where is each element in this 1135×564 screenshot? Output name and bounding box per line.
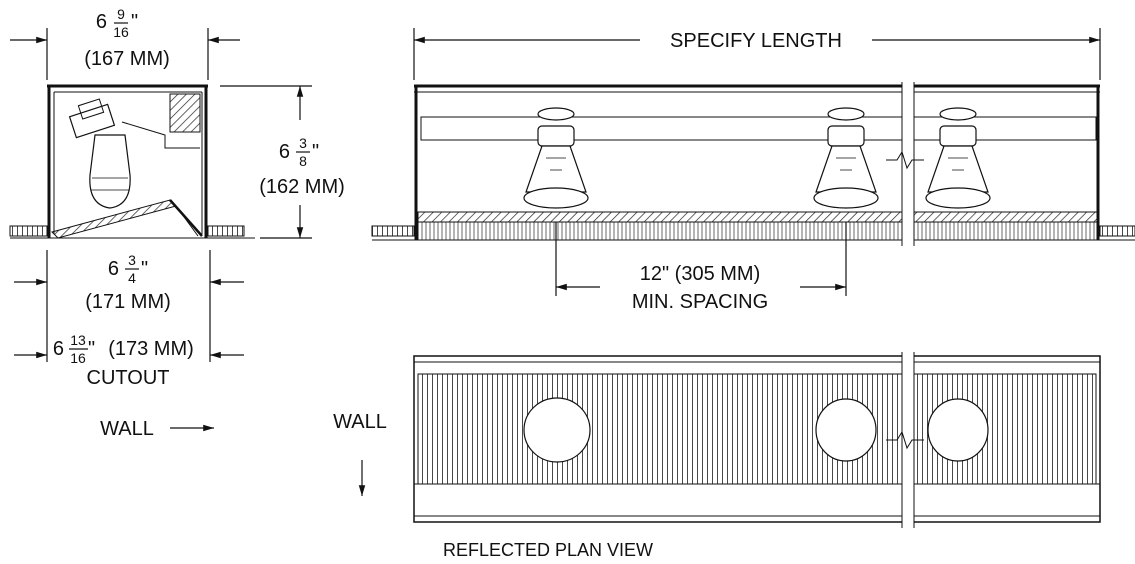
top-dim-inch-mark: " [131,11,138,33]
top-dim-whole: 6 [96,11,107,33]
bottom-dim-whole: 6 [108,258,119,280]
height-dim-whole: 6 [279,141,290,163]
top-dim-denominator: 16 [113,24,129,40]
break-gap-plan [902,352,914,528]
top-dim-numerator: 9 [117,6,125,22]
cutout-label: CUTOUT [87,367,170,389]
plan-view-title: REFLECTED PLAN VIEW [443,540,653,560]
bottom-dim-denominator: 4 [128,270,136,286]
break-lines-elevation [886,82,924,246]
top-dim-metric: (167 MM) [84,48,170,70]
housing-section [9,84,255,239]
aperture-1 [523,397,591,463]
height-dim-denominator: 8 [299,153,307,169]
lamp-3 [925,107,991,209]
aperture-3 [927,398,989,462]
spacing-value: 12" (305 MM) [640,263,760,285]
section-view: 6 9 16 " (167 MM) [9,6,345,440]
bottom-dim-metric: (171 MM) [85,291,171,313]
wall-label-plan: WALL [333,411,387,433]
cutout-dim-whole: 6 [53,338,64,360]
height-dim-inch-mark: " [312,141,319,163]
spacing-dimension [555,222,847,296]
plan-apertures [523,397,989,463]
cutout-dim-numerator: 13 [70,332,86,348]
spacing-label: MIN. SPACING [632,291,768,313]
cutout-dim-denominator: 16 [70,350,86,366]
lamp-1 [523,107,589,209]
plan-outline [413,355,1101,523]
lamp-2 [813,107,879,209]
cutout-dim-inch-mark: " [88,338,95,360]
cutout-dim-metric: (173 MM) [108,338,194,360]
break-lines-plan [886,352,924,528]
bottom-dim-numerator: 3 [128,252,136,268]
height-dim-metric: (162 MM) [259,176,345,198]
top-dimension [10,28,240,80]
plan-view: WALL REFLECTED PLAN VIEW [333,352,1101,560]
bottom-dimension [14,250,244,362]
bottom-dim-inch-mark: " [141,258,148,280]
specify-length-label: SPECIFY LENGTH [670,30,842,52]
elevation-view: SPECIFY LENGTH [371,28,1135,313]
aperture-2 [815,398,877,462]
break-gap-elevation [902,82,914,246]
length-dimension [413,28,1101,80]
wall-label-section: WALL [100,418,154,440]
height-dimension [220,85,312,239]
height-dim-numerator: 3 [299,135,307,151]
housing-elevation [371,84,1135,241]
